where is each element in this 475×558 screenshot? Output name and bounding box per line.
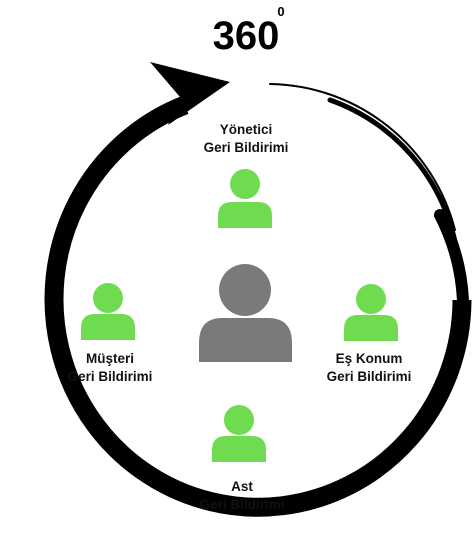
peer-label-line2: Geri Bildirimi	[327, 369, 412, 384]
cycle-ring	[44, 83, 472, 517]
ring-body	[44, 96, 472, 517]
arrowhead-icon	[150, 62, 230, 125]
subordinate-person-icon	[212, 405, 266, 462]
title-360: 360	[213, 14, 280, 58]
peer-label-line1: Eş Konum	[336, 351, 403, 366]
subordinate-label-line2: Geri Bildirimi	[200, 497, 285, 512]
customer-label-line2: Geri Bildirimi	[68, 369, 153, 384]
manager-label-line2: Geri Bildirimi	[204, 140, 289, 155]
center-person-icon	[199, 264, 292, 362]
ring-taper-mid	[327, 97, 462, 273]
peer-person-icon	[344, 284, 398, 341]
ring-blend	[434, 209, 470, 326]
subordinate-label-line1: Ast	[231, 479, 253, 494]
ring-taper	[269, 83, 456, 231]
customer-label-line1: Müşteri	[86, 351, 134, 366]
customer-person-icon	[81, 283, 135, 340]
manager-label-line1: Yönetici	[220, 122, 273, 137]
manager-person-icon	[218, 169, 272, 228]
title-degree: 0	[277, 4, 284, 19]
